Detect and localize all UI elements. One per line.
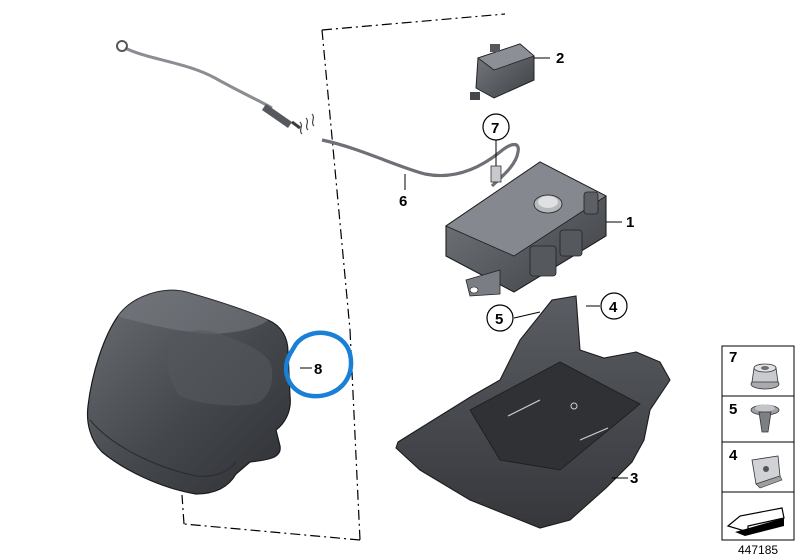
callout-5: 5	[495, 311, 503, 328]
tray-part-3	[395, 295, 671, 529]
cable-part-6	[116, 40, 520, 188]
callout-4: 4	[609, 299, 618, 316]
legend-number-5: 5	[729, 401, 737, 418]
callout-3: 3	[630, 470, 638, 487]
cover-part-8	[86, 289, 291, 495]
callout-6: 6	[399, 193, 407, 210]
callout-2: 2	[556, 50, 564, 67]
callout-7-circle	[482, 113, 510, 141]
callout-1: 1	[626, 214, 634, 231]
page-arrow-icon	[726, 507, 785, 536]
diagram-id: 447185	[738, 543, 778, 557]
expanding-rivet-icon	[750, 404, 780, 433]
callout-4-circle	[600, 292, 628, 320]
leader-lines	[300, 174, 600, 369]
flange-nut-icon	[750, 363, 780, 390]
legend-number-7: 7	[729, 349, 737, 366]
stud-bolt	[490, 140, 502, 183]
fastener-legend: 7 5 4	[721, 345, 795, 541]
highlight-circle	[283, 330, 354, 399]
callout-5-circle	[486, 304, 514, 332]
callout-8: 8	[314, 361, 322, 378]
distribution-box-part-1	[445, 161, 622, 297]
legend-box-5	[721, 395, 795, 443]
legend-number-4: 4	[729, 447, 738, 464]
clip-nut-icon	[751, 455, 783, 489]
fuse-cover-part-2	[470, 43, 550, 100]
callout-7: 7	[491, 120, 499, 137]
